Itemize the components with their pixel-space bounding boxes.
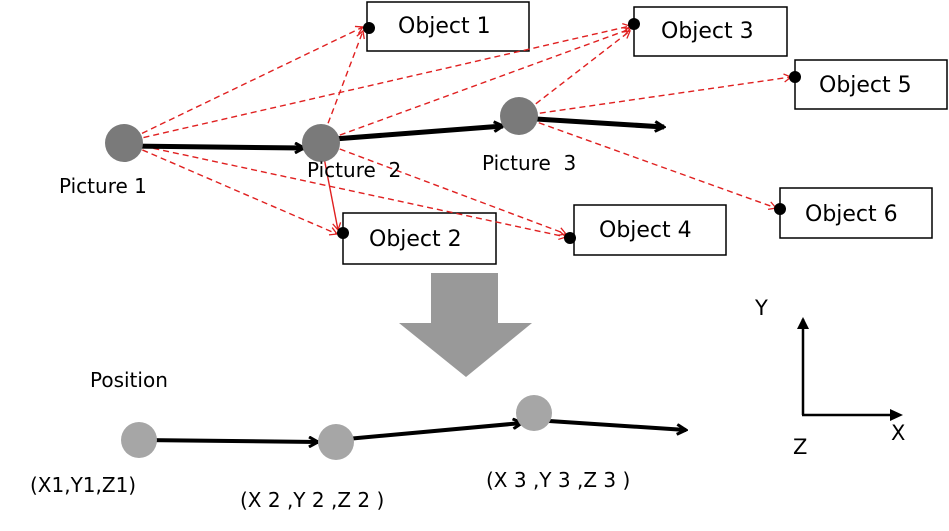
path-arrow-1-2 [123, 146, 304, 148]
picture-node-2 [302, 124, 340, 162]
obs-p2-o4 [320, 141, 568, 236]
position-path [139, 418, 686, 442]
position-arrow-1-2 [139, 440, 318, 442]
object-box-6: Object 6 [779, 187, 933, 239]
object-box-2: Object 2 [342, 212, 497, 265]
obs-p1-o3 [123, 23, 632, 143]
y-axis-arrowhead [797, 317, 809, 329]
position-node-1 [121, 422, 157, 458]
position-arrow-3-next [533, 418, 686, 430]
object-dot-4 [564, 232, 576, 244]
picture-label-1: Picture 1 [59, 174, 147, 198]
obs-p2-o3 [320, 27, 632, 143]
axes-indicator [797, 317, 903, 421]
object-label-4: Object 4 [599, 218, 692, 243]
position-node-2 [318, 424, 354, 460]
object-box-1: Object 1 [366, 1, 530, 52]
path-arrow-3-next [519, 115, 664, 127]
object-dot-1 [363, 22, 375, 34]
z-axis-label: Z [793, 435, 807, 459]
object-dot-2 [337, 227, 349, 239]
camera-path [123, 115, 664, 148]
obs-p3-o5 [519, 73, 793, 117]
object-dot-3 [628, 18, 640, 30]
object-dot-5 [789, 71, 801, 83]
x-axis-arrowhead [890, 409, 903, 421]
object-label-6: Object 6 [805, 202, 898, 227]
position-label-1: (X1,Y1,Z1) [30, 473, 136, 497]
y-axis-label: Y [754, 296, 768, 320]
x-axis-label: X [891, 421, 905, 445]
picture-label-2: Picture 2 [307, 158, 401, 182]
obs-p1-o2 [123, 141, 339, 236]
position-label-2: (X 2 ,Y 2 ,Z 2 ) [240, 488, 384, 512]
picture-node-3 [500, 97, 538, 135]
position-arrow-2-3 [335, 423, 522, 442]
object-box-5: Object 5 [794, 59, 948, 110]
object-label-1: Object 1 [398, 14, 491, 39]
position-label-3: (X 3 ,Y 3 ,Z 3 ) [486, 468, 630, 492]
observation-arrows [123, 23, 793, 241]
path-arrow-2-3 [320, 126, 503, 143]
position-node-3 [516, 395, 552, 431]
position-title: Position [90, 368, 168, 392]
obs-p1-o1 [123, 25, 365, 143]
object-box-3: Object 3 [633, 6, 788, 57]
obs-p3-o6 [519, 115, 778, 211]
obs-p1-o4 [123, 141, 568, 241]
object-box-4: Object 4 [573, 204, 727, 256]
picture-label-3: Picture 3 [482, 151, 576, 175]
obs-p3-o3 [519, 30, 632, 117]
picture-node-1 [105, 124, 143, 162]
object-dot-6 [774, 203, 786, 215]
transform-down-arrow [399, 273, 532, 377]
object-label-2: Object 2 [369, 227, 462, 252]
object-label-3: Object 3 [661, 19, 754, 44]
object-label-5: Object 5 [819, 73, 912, 98]
object-anchor-dots [337, 18, 801, 244]
